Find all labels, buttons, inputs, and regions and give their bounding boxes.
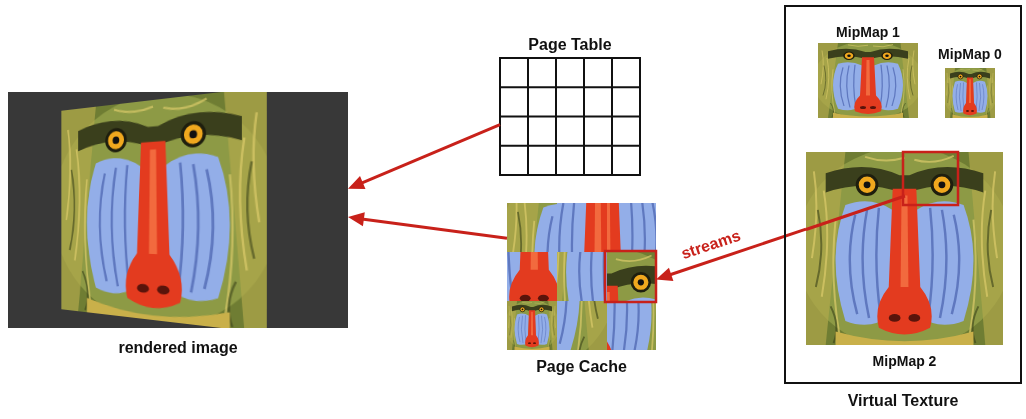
- arrow-head: [348, 176, 365, 189]
- arrow-line: [362, 219, 507, 238]
- arrow-head: [348, 212, 365, 226]
- highlight-box: [605, 251, 656, 302]
- virtual-texture-box: Virtual TextureMipMap 1MipMap 0MipMap 2: [784, 5, 1022, 384]
- mipmap-picture: [943, 67, 998, 120]
- arrow-line: [361, 125, 500, 184]
- mipmap-picture: [813, 41, 923, 120]
- stream-line: [806, 196, 905, 230]
- page-table-grid: [500, 58, 640, 175]
- node-label: Page Table: [528, 36, 611, 54]
- node-label: Virtual Texture: [848, 392, 959, 410]
- rendered-image-panel: rendered image: [8, 92, 348, 328]
- face-picture: [61, 92, 266, 328]
- page-cache: Page Cache: [507, 203, 656, 350]
- node-label: MipMap 0: [938, 46, 1002, 62]
- perspective-face: [61, 92, 266, 328]
- arrow-head: [656, 268, 673, 281]
- edge-label: streams: [679, 227, 743, 264]
- mipmap-image: MipMap 2: [806, 152, 1003, 345]
- node-label: rendered image: [118, 339, 237, 357]
- arrow-connector: [348, 125, 500, 189]
- mipmap-picture: [796, 147, 1013, 350]
- mipmap-image: MipMap 1: [818, 43, 918, 118]
- rendered-background: [8, 92, 348, 328]
- node-label: MipMap 2: [873, 353, 937, 369]
- page-table: Page Table: [500, 58, 640, 175]
- node-label: Page Cache: [536, 358, 627, 376]
- arrow-connector: [348, 212, 507, 238]
- page-cache-tiles: [416, 136, 730, 419]
- node-label: MipMap 1: [836, 24, 900, 40]
- highlight-box: [903, 152, 958, 205]
- mipmap-image: MipMap 0: [945, 68, 995, 118]
